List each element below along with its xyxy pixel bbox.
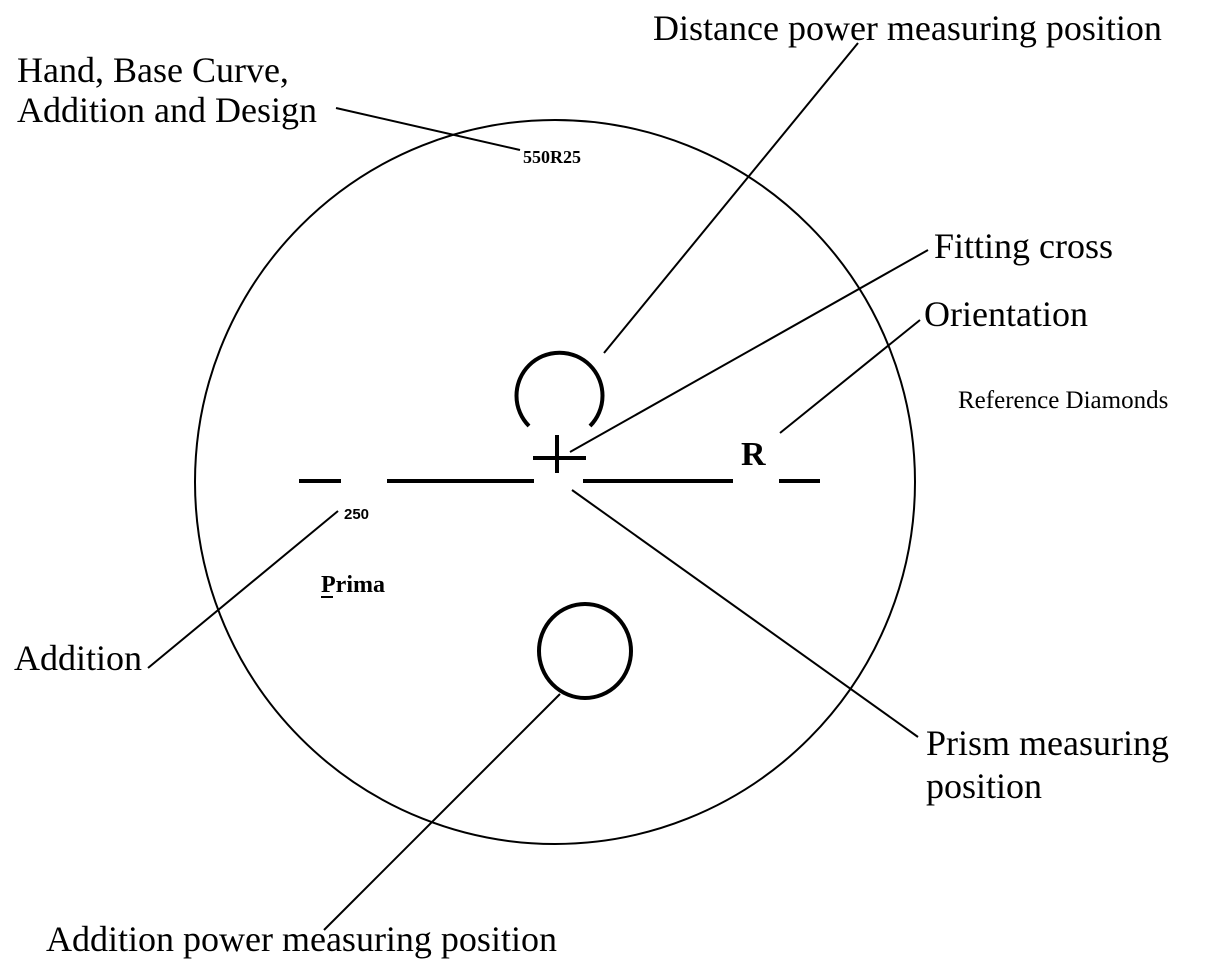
prism-measuring-label-line1: Prism measuring: [926, 723, 1169, 763]
fitting-cross-label: Fitting cross: [934, 226, 1113, 266]
fitting-cross: [533, 435, 586, 473]
distance-power-label: Distance power measuring position: [653, 8, 1162, 48]
addition-power-circle: [537, 602, 633, 700]
hand-base-curve-label-line2: Addition and Design: [17, 90, 317, 130]
prism-measuring-label-line2: position: [926, 766, 1042, 806]
addition-power-label: Addition power measuring position: [46, 919, 557, 959]
orientation-label: Orientation: [924, 294, 1088, 334]
lens-code-engraving: 550R25: [523, 147, 581, 167]
brand-engraving: Prima: [321, 572, 385, 598]
addition-label: Addition: [14, 638, 142, 678]
reference-diamonds-label: Reference Diamonds: [958, 387, 1168, 414]
leader-lines: [147, 42, 929, 931]
lens-outline: [194, 119, 916, 845]
hand-base-curve-label-line1: Hand, Base Curve,: [17, 50, 289, 90]
orientation-letter-engraving: R: [741, 436, 766, 473]
distance-power-circle: [514, 350, 605, 428]
addition-value-engraving: 250: [344, 506, 369, 523]
